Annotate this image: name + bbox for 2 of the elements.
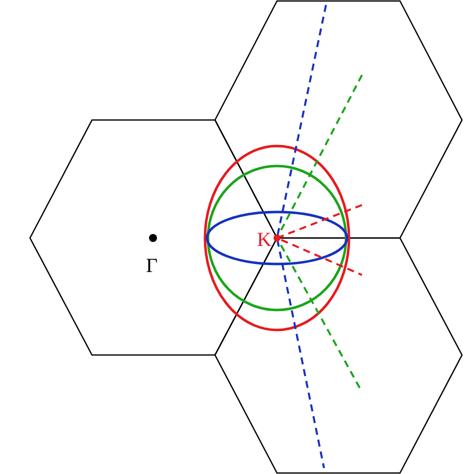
k-point-label: K [257,230,272,250]
gamma-point-label: Γ [146,256,158,276]
